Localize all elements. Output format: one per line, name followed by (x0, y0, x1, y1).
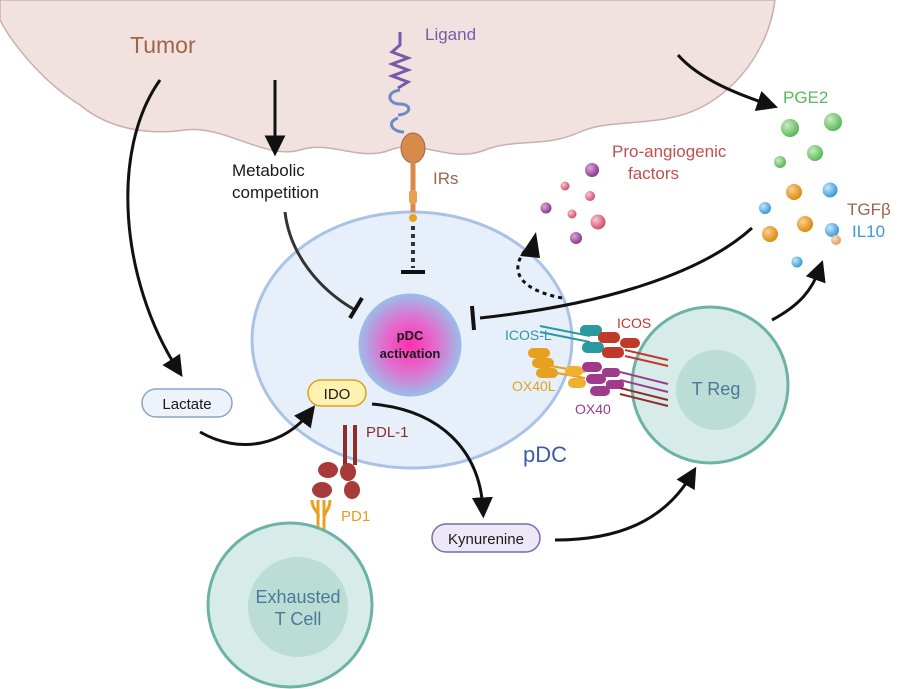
ido-label: IDO (324, 386, 351, 403)
metabolic-inhibit-line (283, 211, 356, 312)
cytokines-inhibit-line (479, 226, 754, 320)
tumor-to-lactate-arrow (126, 79, 183, 378)
pdc-to-angio-arrowhead (520, 232, 540, 258)
metabolic-label-1: Metabolic (232, 161, 305, 180)
ligand-label: Ligand (425, 25, 476, 44)
pro-angio-label-1: Pro-angiogenic (612, 142, 727, 161)
ox40-receptor-icon (582, 362, 669, 407)
tumor-region (0, 0, 776, 155)
pdl1-receptor-icon (312, 425, 360, 499)
ligand-icon (387, 32, 413, 90)
pdc-activation-label-2: activation (380, 346, 441, 361)
treg-to-cytokines-arrow (771, 260, 826, 322)
pd1-receptor-icon (310, 499, 332, 530)
ox40l-label: OX40L (512, 378, 556, 394)
lactate-box (141, 388, 233, 418)
cytokine-particles (759, 113, 842, 268)
pdc-activation-label-1: pDC (397, 328, 424, 343)
ido-to-kynurenine-arrow (371, 402, 493, 519)
pd1-label: PD1 (341, 508, 370, 525)
lactate-to-ido-arrow (199, 405, 316, 446)
icos-label: ICOS (617, 315, 651, 331)
tgfb-label: TGFβ (847, 200, 891, 219)
irs-receptor-tm-icon (409, 190, 417, 204)
kynurenine-to-treg-arrow (554, 466, 697, 542)
pdl1-label: PDL-1 (366, 424, 409, 441)
exhausted-label-1: Exhausted (255, 587, 340, 607)
pro-angio-label-2: factors (628, 164, 679, 183)
ido-box (307, 379, 367, 407)
irs-receptor-head-icon (400, 132, 426, 164)
icos-receptor-icon (598, 332, 669, 367)
treg-nucleus (676, 350, 756, 430)
lactate-label: Lactate (162, 396, 211, 413)
metabolic-label-2: competition (232, 183, 319, 202)
cytokines-inhibit-bar (470, 305, 476, 331)
ox40l-receptor-icon (528, 348, 586, 388)
icos-l-label: ICOS-L (505, 327, 552, 343)
exhausted-label-2: T Cell (275, 609, 322, 629)
il10-label: IL10 (852, 222, 885, 241)
irs-label: IRs (433, 169, 459, 188)
ligand-coil-icon (388, 88, 411, 134)
pro-angio-particles (540, 163, 606, 244)
tumor-label: Tumor (130, 32, 196, 58)
ox40-label: OX40 (575, 401, 611, 417)
pdc-activation-nucleus (358, 293, 462, 397)
treg-label: T Reg (692, 379, 741, 399)
kynurenine-box (431, 523, 541, 553)
irs-receptor-tail-icon (409, 214, 417, 222)
pge2-label: PGE2 (783, 88, 828, 107)
metabolic-inhibit-bar (348, 296, 364, 320)
pdc-label: pDC (523, 442, 567, 467)
exhausted-tcell-nucleus (248, 557, 348, 657)
tumor-to-pge2-arrow (676, 54, 778, 111)
kynurenine-label: Kynurenine (448, 531, 524, 548)
icos-l-receptor-icon (539, 325, 604, 353)
